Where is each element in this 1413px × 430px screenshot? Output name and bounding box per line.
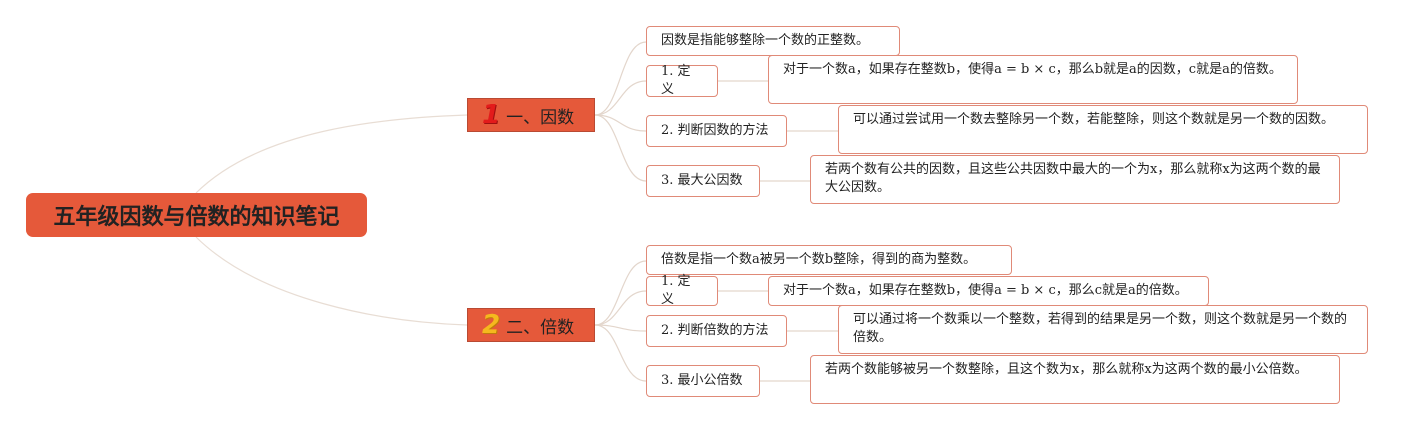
number-two-icon: 2	[482, 310, 501, 340]
multiple-definition-node[interactable]: 1. 定义	[646, 274, 718, 307]
lcm-detail[interactable]: 若两个数能够被另一个数整除，且这个数为x，那么就称x为这两个数的最小公倍数。	[810, 355, 1340, 404]
number-one-icon: 1	[482, 100, 501, 130]
multiple-method-node[interactable]: 2. 判断倍数的方法	[646, 315, 787, 347]
root-topic[interactable]: 五年级因数与倍数的知识笔记	[26, 193, 367, 237]
factor-definition-detail[interactable]: 对于一个数a，如果存在整数b，使得a = b × c，那么b就是a的因数，c就是…	[768, 55, 1298, 104]
factor-definition-node[interactable]: 1. 定义	[646, 64, 718, 97]
branch-factor[interactable]: 1 一、因数	[467, 98, 595, 132]
gcd-detail[interactable]: 若两个数有公共的因数，且这些公共因数中最大的一个为x，那么就称x为这两个数的最大…	[810, 155, 1340, 204]
multiple-intro-node[interactable]: 倍数是指一个数a被另一个数b整除，得到的商为整数。	[646, 245, 1012, 275]
multiple-definition-detail[interactable]: 对于一个数a，如果存在整数b，使得a = b × c，那么c就是a的倍数。	[768, 276, 1209, 306]
branch-label: 二、倍数	[506, 317, 575, 338]
root-title: 五年级因数与倍数的知识笔记	[53, 205, 340, 230]
factor-intro-node[interactable]: 因数是指能够整除一个数的正整数。	[646, 26, 900, 56]
branch-label: 一、因数	[506, 107, 575, 128]
branch-multiple[interactable]: 2 二、倍数	[467, 308, 595, 342]
lcm-node[interactable]: 3. 最小公倍数	[646, 365, 760, 397]
multiple-method-detail[interactable]: 可以通过将一个数乘以一个整数，若得到的结果是另一个数，则这个数就是另一个数的倍数…	[838, 305, 1368, 354]
factor-method-node[interactable]: 2. 判断因数的方法	[646, 115, 787, 147]
factor-method-detail[interactable]: 可以通过尝试用一个数去整除另一个数，若能整除，则这个数就是另一个数的因数。	[838, 105, 1368, 154]
gcd-node[interactable]: 3. 最大公因数	[646, 165, 760, 197]
